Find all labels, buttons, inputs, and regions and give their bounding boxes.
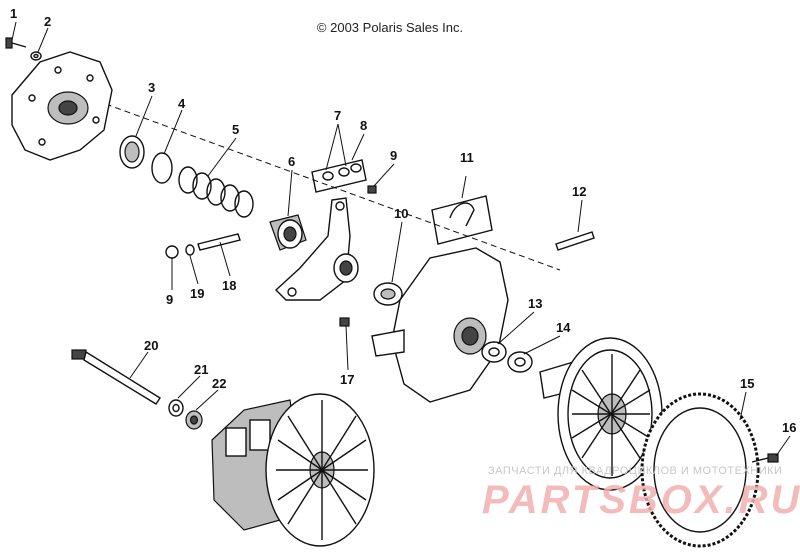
part-18-shaft-pin <box>197 233 241 251</box>
fixed-sheave <box>539 337 663 491</box>
callout-labels: 1 2 3 4 5 6 7 8 9 10 11 12 13 14 15 16 1… <box>10 6 796 435</box>
part-9-upper-screw <box>367 185 377 194</box>
cover-plate <box>11 51 113 161</box>
part-2-washer <box>30 51 42 61</box>
copyright-notice: © 2003 Polaris Sales Inc. <box>316 20 464 35</box>
movable-sheave <box>371 247 509 403</box>
callout-6: 6 <box>288 154 295 169</box>
callout-15: 15 <box>740 376 754 391</box>
part-22-bushing <box>185 410 203 430</box>
callout-10: 10 <box>394 206 408 221</box>
callout-7: 7 <box>334 108 341 123</box>
watermark-tagline: ЗАПЧАСТИ ДЛЯ КВАДРОЦИКЛОВ И МОТОТЕХНИКИ <box>488 465 783 477</box>
part-9-lower-screw <box>165 245 179 259</box>
callout-3: 3 <box>148 80 155 95</box>
callout-8: 8 <box>360 118 367 133</box>
callout-17: 17 <box>340 372 354 387</box>
part-20-long-bolt <box>71 349 161 405</box>
callout-4: 4 <box>178 96 186 111</box>
part-1-bolt <box>5 37 27 49</box>
weight-arm <box>274 197 351 301</box>
part-15-ring-gear <box>640 392 760 548</box>
part-14-washer <box>507 351 533 373</box>
callout-9-upper: 9 <box>390 148 397 163</box>
callout-20: 20 <box>144 338 158 353</box>
callout-2: 2 <box>44 14 51 29</box>
callout-22: 22 <box>212 376 226 391</box>
part-13-washer <box>481 341 507 363</box>
callout-5: 5 <box>232 122 239 137</box>
watermark-logo: PARTSBOX.RU <box>482 478 800 522</box>
callout-19: 19 <box>190 286 204 301</box>
callout-11: 11 <box>460 150 474 165</box>
part-5-spring <box>178 166 254 218</box>
part-21-washer <box>168 399 184 417</box>
callout-12: 12 <box>572 184 586 199</box>
part-16-bolt <box>751 453 779 463</box>
callout-1: 1 <box>10 6 17 21</box>
callout-13: 13 <box>528 296 542 311</box>
part-19-washer <box>185 244 195 256</box>
part-6-hub <box>269 214 307 251</box>
part-7-8-rollers <box>311 159 367 193</box>
callout-14: 14 <box>556 320 571 335</box>
drive-clutch-assembly <box>211 393 375 547</box>
callout-21: 21 <box>194 362 208 377</box>
callout-18: 18 <box>222 278 236 293</box>
part-4-retaining-ring <box>151 152 173 184</box>
callout-16: 16 <box>782 420 796 435</box>
part-11-clip <box>431 175 493 245</box>
assembly-axis <box>39 79 561 271</box>
part-12-pin <box>555 231 595 251</box>
leader-lines <box>11 21 791 457</box>
part-3-bushing <box>119 135 145 169</box>
part-17-nut <box>339 317 350 327</box>
callout-9-lower: 9 <box>166 292 173 307</box>
part-10-roller <box>333 253 403 306</box>
